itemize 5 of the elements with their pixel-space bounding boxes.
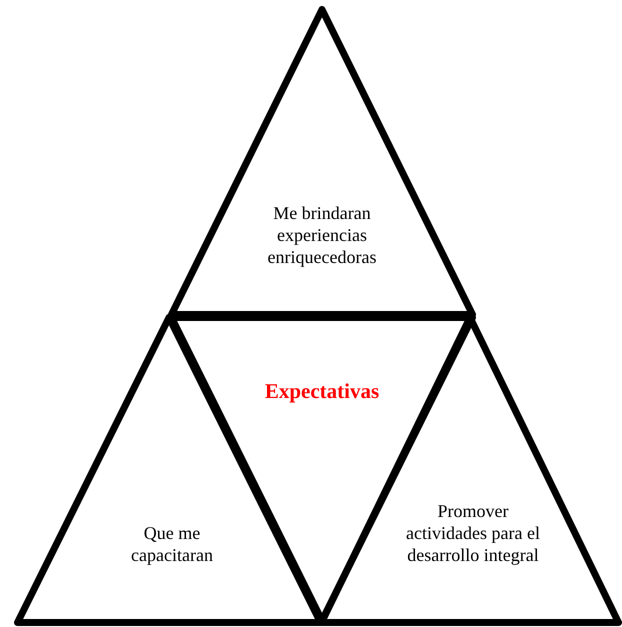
triangle-label: Promover actividades para el desarrollo integral (405, 500, 541, 566)
triangle-label: Que me capacitaran (130, 522, 214, 566)
triangle (168, 6, 476, 318)
triangle-label: Me brindaran experiencias enriquecedoras (266, 202, 378, 268)
triangle-label: Expectativas (264, 378, 380, 404)
